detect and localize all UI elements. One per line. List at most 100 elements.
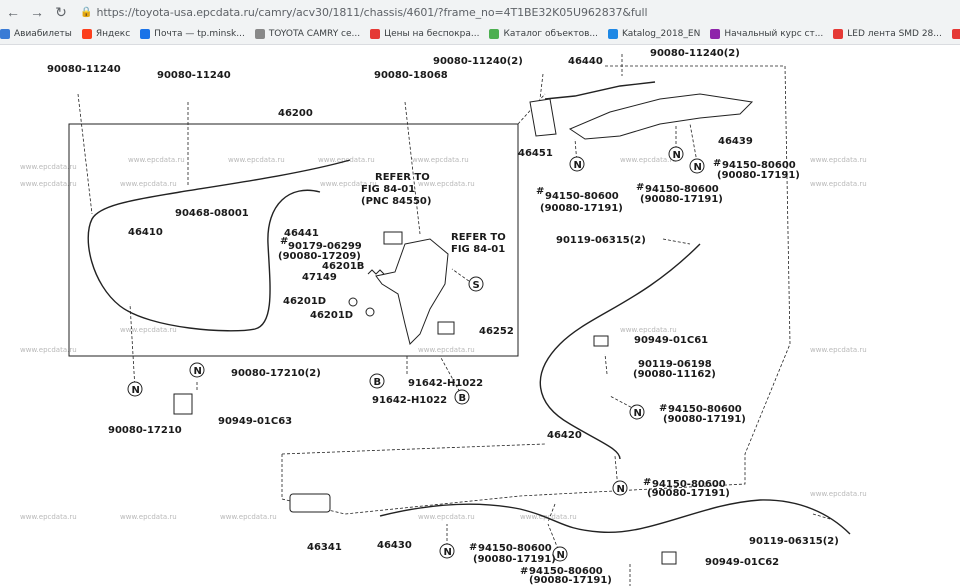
label-46440: 46440 (568, 56, 603, 67)
watermark: www.epcdata.ru (320, 180, 377, 188)
marker-B-2: B (454, 389, 470, 405)
part-46451 (529, 98, 557, 137)
bookmark-item[interactable]: Начальный курс ст... (710, 29, 823, 39)
svg-text:N: N (194, 366, 202, 377)
marker-N-2: N (189, 362, 205, 378)
bookmarks-bar: Авиабилеты Яндекс Почта — tp.minsk... TOYOT… (0, 25, 960, 43)
watermark: www.epcdata.ru (810, 490, 867, 498)
bookmark-label: Каталог объектов... (503, 29, 598, 39)
bookmark-item[interactable]: Яндекс (81, 29, 130, 39)
label-94150-80600-b: 94150-80600 (645, 184, 719, 195)
bookmark-favicon-icon (370, 29, 381, 39)
lock-icon: 🔒 (80, 6, 93, 18)
bookmark-favicon-icon (951, 29, 960, 39)
marker-N-1: N (127, 381, 143, 397)
watermark: www.epcdata.ru (412, 156, 469, 164)
bookmark-label: TOYOTA CAMRY ce... (268, 29, 361, 39)
watermark: www.epcdata.ru (318, 156, 375, 164)
watermark: www.epcdata.ru (620, 326, 677, 334)
watermark: www.epcdata.ru (120, 180, 177, 188)
watermark: www.epcdata.ru (810, 156, 867, 164)
label-90080-17210-2: 90080-17210(2) (231, 368, 321, 379)
part-labels: 90080-11240 90080-11240 90080-18068 9008… (47, 48, 839, 586)
label-46201B: 46201B (322, 261, 364, 272)
bookmark-favicon-icon (710, 29, 721, 39)
watermarks: www.epcdata.ru www.epcdata.ru www.epcdat… (20, 156, 867, 521)
label-46430: 46430 (377, 540, 412, 551)
label-46451: 46451 (518, 148, 553, 159)
watermark: www.epcdata.ru (520, 513, 577, 521)
bookmark-item[interactable]: LED лента SMD 28... (833, 29, 942, 39)
label-90119-06198: 90119-06198 (638, 359, 712, 370)
label-90119-06315-b: 90119-06315(2) (749, 536, 839, 547)
marker-N-9: N (552, 546, 568, 562)
part-lever-assembly (375, 238, 449, 345)
label-90080-17191-d: (90080-17191) (663, 414, 746, 425)
label-90949-01C63: 90949-01C63 (218, 416, 292, 427)
part-46252 (437, 321, 455, 335)
label-91642-H1022-b: 91642-H1022 (372, 395, 447, 406)
label-46200: 46200 (278, 108, 313, 119)
part-46201D-a (348, 297, 358, 307)
bookmark-item[interactable]: Каталог объектов... (489, 29, 598, 39)
hash-marker: # (636, 182, 644, 193)
label-90179-06299: 90179-06299 (288, 241, 362, 252)
label-90080-11240-2b: 90080-11240(2) (650, 48, 740, 59)
label-90080-17191-c: (90080-17191) (717, 170, 800, 181)
label-90080-18068: 90080-18068 (374, 70, 448, 81)
watermark: www.epcdata.ru (20, 346, 77, 354)
cable-46430 (379, 499, 851, 535)
label-94150-80600-e: 94150-80600 (652, 479, 726, 490)
bookmark-item[interactable]: Почта — tp.minsk... (140, 29, 245, 39)
bookmark-favicon-icon (254, 29, 265, 39)
bookmark-item[interactable]: TOYOTA CAMRY ce... (254, 29, 361, 39)
label-90119-06315-a: 90119-06315(2) (556, 235, 646, 246)
back-arrow-icon[interactable]: ← (6, 4, 20, 20)
label-46410: 46410 (128, 227, 163, 238)
svg-text:S: S (473, 280, 480, 291)
bookmark-favicon-icon (140, 29, 151, 39)
marker-N-6: N (629, 404, 645, 420)
label-46439: 46439 (718, 136, 753, 147)
label-90080-11162: (90080-11162) (633, 369, 716, 380)
label-refer-to-b: REFER TO (451, 232, 506, 243)
bookmark-label: Katalog_2018_EN (621, 29, 701, 39)
watermark: www.epcdata.ru (20, 163, 77, 171)
bookmark-label: Цены на беспокра... (384, 29, 480, 39)
label-90468-08001: 90468-08001 (175, 208, 249, 219)
label-90080-17191-e: (90080-17191) (647, 488, 730, 499)
marker-N-3: N (569, 156, 585, 172)
label-fig-84-01-b: FIG 84-01 (451, 244, 505, 255)
bookmark-item[interactable]: Цены на беспокра... (370, 29, 479, 39)
bookmark-label: Начальный курс ст... (724, 29, 824, 39)
marker-N-5: N (689, 158, 705, 174)
watermark: www.epcdata.ru (120, 513, 177, 521)
hash-marker: # (280, 236, 288, 247)
part-46441 (383, 231, 403, 245)
label-90080-11240-b: 90080-11240 (157, 70, 231, 81)
svg-text:N: N (574, 160, 582, 171)
watermark: www.epcdata.ru (418, 513, 475, 521)
label-94150-80600-a: 94150-80600 (545, 191, 619, 202)
svg-text:N: N (617, 484, 625, 495)
label-fig-84-01-a: FIG 84-01 (361, 184, 415, 195)
label-90949-01C62: 90949-01C62 (705, 557, 779, 568)
bookmark-item[interactable]: Leather Care Kit Bis... (951, 29, 960, 39)
watermark: www.epcdata.ru (810, 346, 867, 354)
label-90080-17210: 90080-17210 (108, 425, 182, 436)
watermark: www.epcdata.ru (228, 156, 285, 164)
label-47149: 47149 (302, 272, 337, 283)
reload-icon[interactable]: ↻ (55, 3, 67, 20)
bookmark-favicon-icon (833, 29, 844, 39)
watermark: www.epcdata.ru (620, 156, 677, 164)
label-94150-80600-f: 94150-80600 (478, 543, 552, 554)
bookmark-favicon-icon (489, 29, 500, 39)
hash-marker: # (713, 158, 721, 169)
bookmark-item[interactable]: Авиабилеты (0, 29, 72, 39)
forward-arrow-icon[interactable]: → (30, 4, 44, 20)
browser-chrome: ← → ↻ 🔒 https://toyota-usa.epcdata.ru/ca… (0, 0, 960, 45)
bookmark-label: LED лента SMD 28... (847, 29, 942, 39)
svg-text:N: N (673, 150, 681, 161)
url-field[interactable]: https://toyota-usa.epcdata.ru/camry/acv3… (96, 5, 648, 19)
bookmark-item[interactable]: Katalog_2018_EN (607, 29, 701, 39)
